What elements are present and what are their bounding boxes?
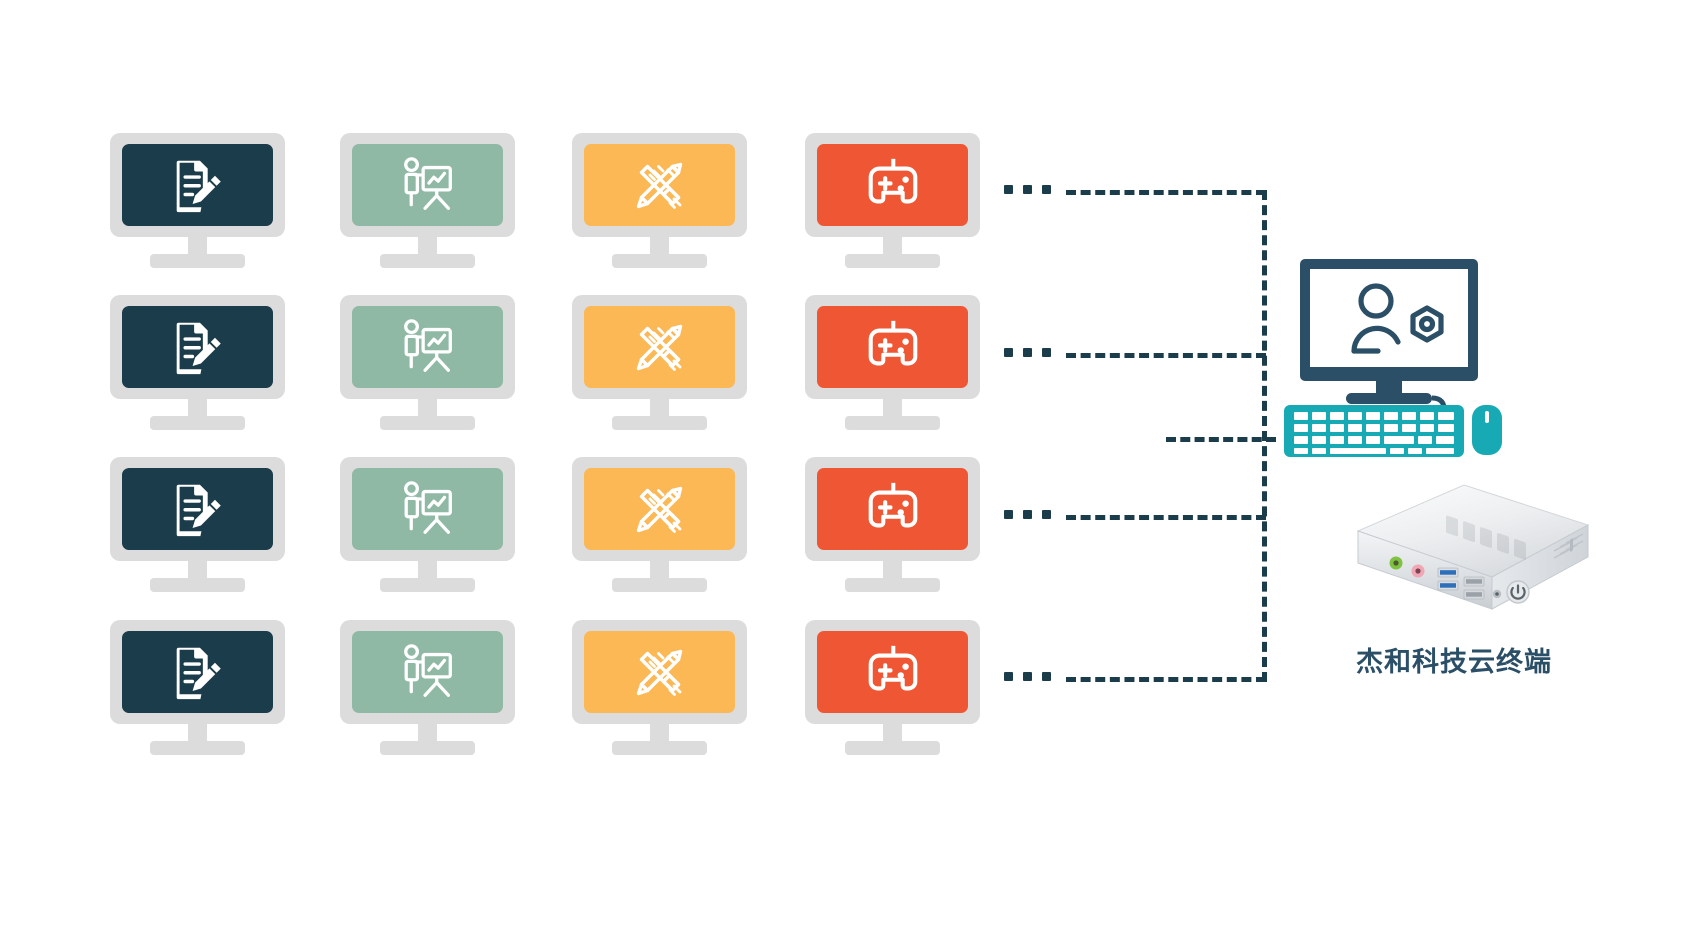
ellipsis-dot	[1023, 348, 1032, 357]
ellipsis-dot	[1042, 672, 1051, 681]
document-edit-icon	[176, 160, 221, 213]
user-gear-icon	[1351, 283, 1401, 354]
presentation-chart-icon	[403, 644, 452, 697]
monitor-base	[612, 578, 707, 592]
client-terminal-r3c3[interactable]	[572, 457, 747, 592]
ellipsis-dot	[1004, 510, 1013, 519]
monitor-base	[612, 741, 707, 755]
document-edit-icon	[176, 322, 221, 375]
monitor-base	[380, 416, 475, 430]
monitor-screen	[352, 144, 503, 226]
presentation-chart-icon	[403, 157, 452, 210]
monitor-base	[612, 254, 707, 268]
monitor-screen	[584, 631, 735, 713]
cloud-terminal-label: 杰和科技云终端	[1356, 647, 1552, 678]
monitor-base	[150, 416, 245, 430]
monitor-screen	[122, 468, 273, 550]
client-terminal-r2c3[interactable]	[572, 295, 747, 430]
monitor-screen	[817, 306, 968, 388]
client-terminal-r1c4[interactable]	[805, 133, 980, 268]
monitor-base	[845, 578, 940, 592]
document-edit-icon	[176, 647, 221, 700]
pencil-ruler-icon	[636, 162, 682, 209]
connector-branch-row-1	[1066, 190, 1266, 195]
client-terminal-r3c4[interactable]	[805, 457, 980, 592]
game-controller-icon	[868, 320, 917, 366]
ellipsis-dot	[1042, 185, 1051, 194]
client-terminal-r3c2[interactable]	[340, 457, 515, 592]
connector-branch-row-2	[1066, 353, 1266, 358]
client-terminal-r2c1[interactable]	[110, 295, 285, 430]
row-ellipsis-2	[1004, 348, 1051, 357]
ellipsis-dot	[1042, 348, 1051, 357]
presentation-chart-icon	[403, 481, 452, 534]
client-terminal-r1c1[interactable]	[110, 133, 285, 268]
client-terminal-r2c2[interactable]	[340, 295, 515, 430]
ellipsis-dot	[1004, 348, 1013, 357]
monitor-base	[380, 254, 475, 268]
mini-pc-icon[interactable]	[1296, 473, 1596, 643]
monitor-screen	[584, 306, 735, 388]
monitor-screen	[817, 144, 968, 226]
row-ellipsis-4	[1004, 672, 1051, 681]
monitor-base	[380, 578, 475, 592]
monitor-screen	[122, 306, 273, 388]
client-terminal-r4c1[interactable]	[110, 620, 285, 755]
mouse-icon[interactable]	[1470, 405, 1504, 457]
ellipsis-dot	[1042, 510, 1051, 519]
document-edit-icon	[176, 484, 221, 537]
monitor-screen	[352, 468, 503, 550]
monitor-base	[845, 254, 940, 268]
client-terminal-r4c3[interactable]	[572, 620, 747, 755]
monitor-screen	[584, 144, 735, 226]
monitor-base	[150, 254, 245, 268]
presentation-chart-icon	[403, 319, 452, 372]
monitor-base	[380, 741, 475, 755]
row-ellipsis-1	[1004, 185, 1051, 194]
game-controller-icon	[868, 645, 917, 691]
monitor-screen	[817, 631, 968, 713]
monitor-screen	[122, 631, 273, 713]
client-terminal-r3c1[interactable]	[110, 457, 285, 592]
gear-icon	[1410, 305, 1444, 343]
monitor-screen	[584, 468, 735, 550]
row-ellipsis-3	[1004, 510, 1051, 519]
ellipsis-dot	[1004, 185, 1013, 194]
monitor-screen	[817, 468, 968, 550]
monitor-screen	[352, 631, 503, 713]
ellipsis-dot	[1023, 510, 1032, 519]
monitor-screen	[352, 306, 503, 388]
client-terminal-r1c2[interactable]	[340, 133, 515, 268]
monitor-screen	[122, 144, 273, 226]
connector-to-server	[1166, 437, 1276, 442]
monitor-base	[845, 416, 940, 430]
connector-branch-row-3	[1066, 515, 1266, 520]
pencil-ruler-icon	[636, 324, 682, 371]
keyboard-icon[interactable]	[1284, 405, 1464, 457]
cloud-terminal-group: 杰和科技云终端	[1284, 255, 1624, 695]
game-controller-icon	[868, 158, 917, 204]
client-terminal-r4c2[interactable]	[340, 620, 515, 755]
client-terminal-r2c4[interactable]	[805, 295, 980, 430]
ellipsis-dot	[1023, 185, 1032, 194]
game-controller-icon	[868, 482, 917, 528]
pencil-ruler-icon	[636, 649, 682, 696]
admin-workstation-icon[interactable]	[1284, 255, 1494, 455]
connector-branch-row-4	[1066, 677, 1266, 682]
connector-bus-vertical	[1262, 190, 1267, 682]
client-terminal-r4c4[interactable]	[805, 620, 980, 755]
monitor-base	[845, 741, 940, 755]
monitor-base	[150, 578, 245, 592]
monitor-base	[150, 741, 245, 755]
monitor-base	[612, 416, 707, 430]
pencil-ruler-icon	[636, 486, 682, 533]
ellipsis-dot	[1023, 672, 1032, 681]
client-terminal-r1c3[interactable]	[572, 133, 747, 268]
ellipsis-dot	[1004, 672, 1013, 681]
